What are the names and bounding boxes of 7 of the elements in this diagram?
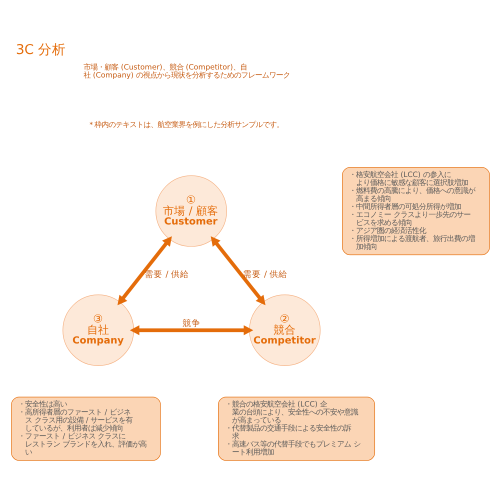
edge-label: 需要 / 供給 <box>242 270 288 280</box>
arrow <box>210 236 265 305</box>
edge-label: 需要 / 供給 <box>144 270 189 280</box>
arrow <box>129 324 253 335</box>
diagram-title: 3C 分析 <box>15 41 66 58</box>
edge-label: 競争 <box>182 318 200 329</box>
arrow <box>116 236 172 305</box>
